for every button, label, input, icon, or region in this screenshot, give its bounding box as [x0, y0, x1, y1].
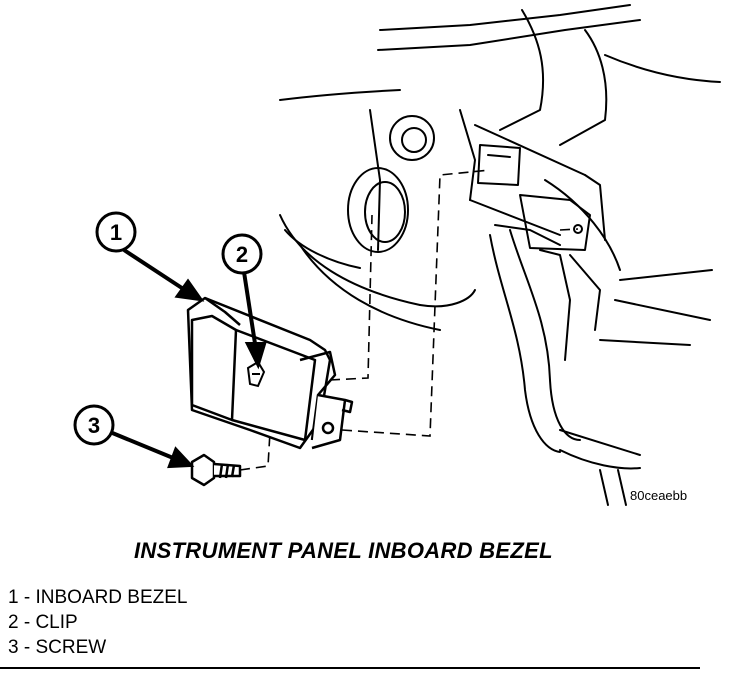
callout-1-label: 1: [110, 220, 122, 245]
figure-title: INSTRUMENT PANEL INBOARD BEZEL: [134, 538, 553, 563]
legend: 1 - INBOARD BEZEL 2 - CLIP 3 - SCREW: [8, 585, 188, 660]
legend-item: 2 - CLIP: [8, 612, 78, 633]
vent-openings: [347, 115, 435, 253]
legend-item: 3 - SCREW: [8, 637, 107, 658]
side-trim-panel: [489, 224, 601, 453]
dashed-leaders: [239, 169, 579, 471]
callout-1: 1: [95, 211, 137, 253]
mount-bracket: [477, 144, 591, 251]
instrument-panel-outline: [279, 4, 721, 506]
figure-code: 80ceaebb: [630, 488, 688, 503]
callout-arrows: [109, 248, 267, 469]
bottom-rule: [0, 667, 700, 669]
callout-2-label: 2: [236, 242, 248, 267]
callout-3-label: 3: [88, 413, 100, 438]
inboard-bezel-drawing: [186, 296, 354, 450]
callout-2: 2: [221, 233, 263, 275]
legend-item: 1 - INBOARD BEZEL: [8, 587, 188, 608]
callout-3: 3: [73, 404, 115, 446]
screw-drawing: [190, 453, 242, 487]
